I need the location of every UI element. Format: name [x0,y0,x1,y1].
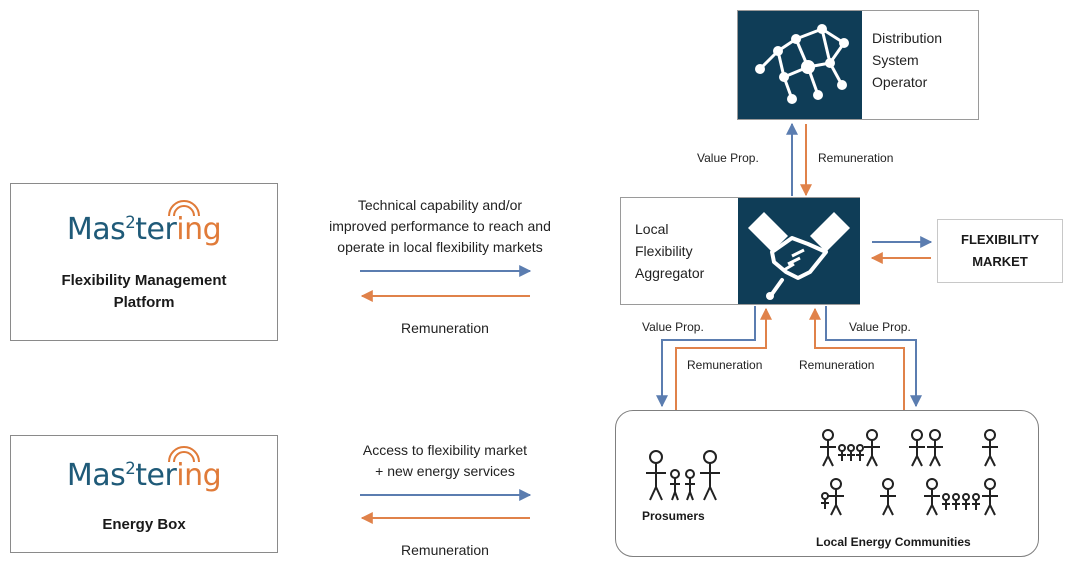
community-left-orange-arrow [675,307,772,410]
network-tile [738,11,862,119]
community-left-blue-arrow [656,306,756,408]
community-right-blue-arrow [825,306,922,408]
community-right-remuneration-label: Remuneration [799,358,875,372]
dso-label: Distribution System Operator [872,30,943,90]
aggregator-box: Local Flexibility Aggregator [620,197,860,305]
aggregator-label: Local Flexibility Aggregator [635,221,705,281]
handshake-icon [748,212,850,300]
fmp-box: Mas2tering Flexibility Management Platfo… [10,183,278,341]
flow-top-text: Technical capability and/or improved per… [329,197,551,255]
dso-remuneration-label: Remuneration [818,151,894,165]
community-right-orange-arrow [809,307,905,410]
flow-top-remuneration: Remuneration [401,320,489,336]
prosumers-family-icon [646,450,720,501]
energy-box-caption: Energy Box [102,516,186,533]
signal-icon [168,200,200,463]
flow-bottom-remuneration: Remuneration [401,542,489,558]
community-people-icon [820,429,998,516]
dso-value-prop-label: Value Prop. [697,151,759,165]
mastering-logo: Mas2tering [66,458,222,493]
fmp-caption: Flexibility Management Platform [61,272,227,311]
mastering-logo: Mas2tering [66,212,222,247]
community-left-remuneration-label: Remuneration [687,358,763,372]
prosumers-label: Prosumers [642,509,705,523]
network-icon [755,24,849,104]
dso-box: Distribution System Operator [737,10,979,120]
handshake-tile [738,198,860,304]
community-left-value-prop-label: Value Prop. [642,320,704,334]
energy-box: Mas2tering Energy Box [10,435,278,553]
local-energy-communities-label: Local Energy Communities [816,535,971,549]
community-box: Prosumers Local Energy Communities [615,410,1039,557]
community-right-value-prop-label: Value Prop. [849,320,911,334]
flexibility-market-box: FLEXIBILITY MARKET [937,219,1063,283]
flow-bottom-text: Access to flexibility market + new energ… [362,442,528,479]
